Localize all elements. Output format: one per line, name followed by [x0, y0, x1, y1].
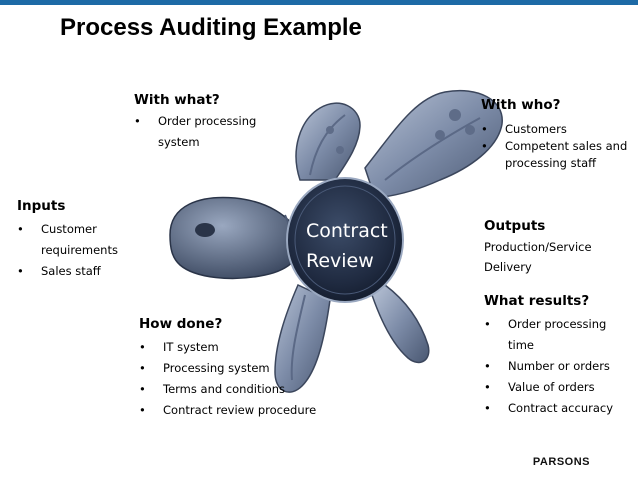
- top-accent-bar: [0, 0, 638, 5]
- with-who-box: With who? Customers Competent sales and …: [481, 94, 631, 172]
- how-done-item: Processing system: [139, 358, 339, 379]
- outputs-box: Outputs Production/Service Delivery: [484, 215, 614, 277]
- center-label-line2: Review: [306, 250, 374, 272]
- what-results-item: Number or orders: [484, 356, 614, 377]
- inputs-heading: Inputs: [17, 198, 66, 214]
- center-label-line1: Contract: [306, 220, 388, 242]
- parsons-logo: PARSONS: [532, 456, 590, 468]
- how-done-item: IT system: [139, 337, 339, 358]
- with-what-item: Order processing system: [134, 111, 280, 153]
- with-what-box: With what? Order processing system: [134, 89, 280, 153]
- page-title: Process Auditing Example: [60, 14, 362, 41]
- what-results-item: Order processing time: [484, 314, 614, 356]
- outputs-text: Production/Service Delivery: [484, 240, 592, 274]
- what-results-heading: What results?: [484, 293, 590, 309]
- inputs-item: Sales staff: [17, 261, 147, 282]
- inputs-box: Inputs Customer requirements Sales staff: [17, 195, 147, 282]
- rear-right-flipper: [371, 284, 430, 364]
- what-results-box: What results? Order processing time Numb…: [484, 290, 614, 419]
- how-done-heading: How done?: [139, 316, 223, 332]
- how-done-item: Terms and conditions: [139, 379, 339, 400]
- with-who-item: Customers: [481, 121, 631, 138]
- with-what-heading: With what?: [134, 92, 220, 108]
- with-who-item: Competent sales and processing staff: [481, 138, 631, 172]
- what-results-item: Value of orders: [484, 377, 614, 398]
- with-who-heading: With who?: [481, 97, 561, 113]
- turtle-shell: [286, 177, 404, 303]
- outputs-heading: Outputs: [484, 218, 546, 234]
- turtle-head: [169, 196, 302, 280]
- what-results-item: Contract accuracy: [484, 398, 614, 419]
- center-label: Contract Review: [306, 216, 388, 276]
- inputs-item: Customer requirements: [17, 219, 147, 261]
- front-right-flipper: [364, 89, 503, 199]
- front-left-flipper: [295, 102, 361, 181]
- how-done-item: Contract review procedure: [139, 400, 339, 421]
- how-done-box: How done? IT system Processing system Te…: [139, 313, 339, 421]
